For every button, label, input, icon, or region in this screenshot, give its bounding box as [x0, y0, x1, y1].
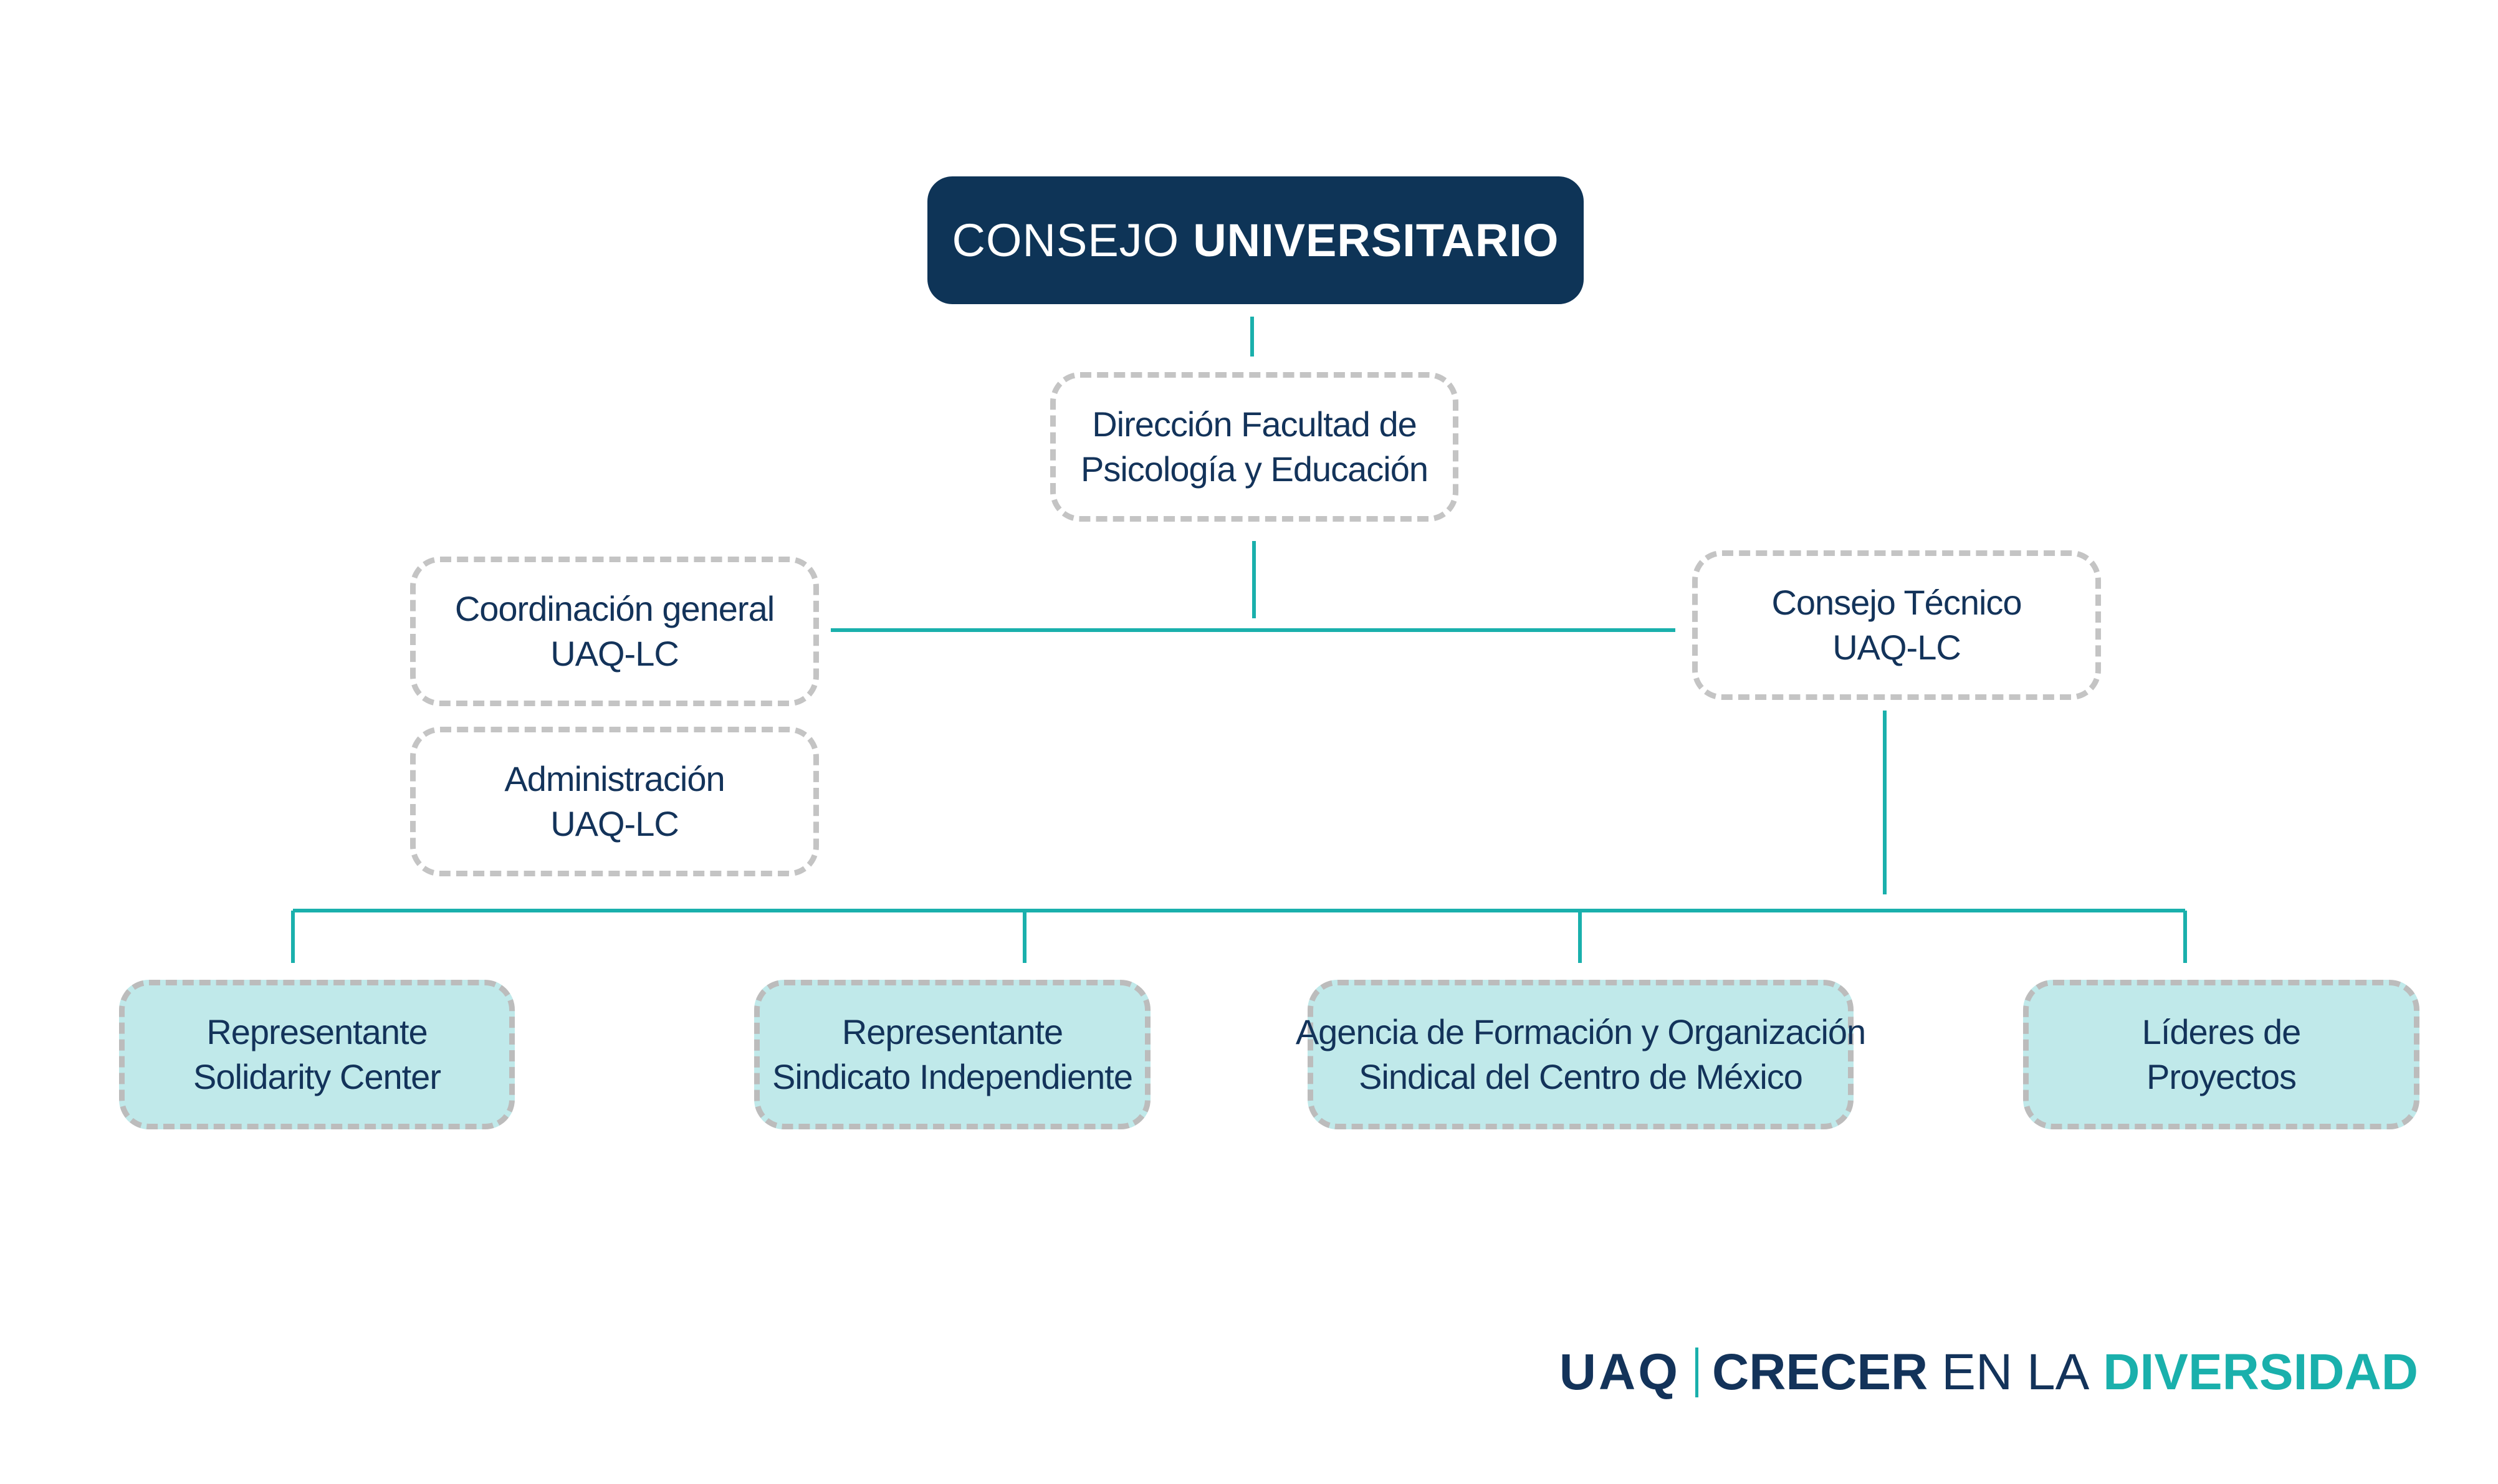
coordinacion-line1: Coordinación general: [454, 589, 775, 629]
administracion-line2: UAQ-LC: [550, 804, 679, 843]
consejo-universitario-box: CONSEJO UNIVERSITARIO: [927, 176, 1584, 304]
consejo-tecnico-line1: Consejo Técnico: [1771, 583, 2022, 623]
footer-uaq: UAQ: [1559, 1344, 1680, 1400]
bottom-box-solidarity: Representante Solidarity Center: [119, 980, 515, 1129]
footer-diversidad: DIVERSIDAD: [2103, 1344, 2418, 1400]
root-title-bold: UNIVERSITARIO: [1193, 214, 1559, 266]
coordinacion-line2: UAQ-LC: [550, 634, 679, 673]
consejo-tecnico-box: Consejo Técnico UAQ-LC: [1692, 550, 2101, 700]
bottom-box-2-line1: Representante: [841, 1012, 1063, 1052]
coordinacion-box: Coordinación general UAQ-LC: [410, 557, 819, 706]
consejo-tecnico-line2: UAQ-LC: [1832, 628, 1961, 667]
bottom-box-3-line2: Sindical del Centro de México: [1359, 1057, 1803, 1096]
administracion-box: Administración UAQ-LC: [410, 727, 819, 876]
administracion-line1: Administración: [504, 759, 725, 799]
direccion-line1: Dirección Facultad de: [1092, 405, 1417, 444]
bottom-box-lideres: Líderes de Proyectos: [2023, 980, 2419, 1129]
root-title-light: CONSEJO: [952, 214, 1180, 266]
direccion-line2: Psicología y Educación: [1080, 449, 1428, 489]
bottom-box-4-line1: Líderes de: [2141, 1012, 2302, 1052]
bottom-box-3-line1: Agencia de Formación y Organización: [1295, 1012, 1866, 1052]
bottom-box-4-line2: Proyectos: [2146, 1057, 2297, 1096]
direccion-box: Dirección Facultad de Psicología y Educa…: [1050, 372, 1458, 522]
footer-separator: [1695, 1348, 1698, 1397]
bottom-box-2-line2: Sindicato Independiente: [772, 1057, 1133, 1096]
bottom-box-1-line1: Representante: [206, 1012, 428, 1052]
bottom-box-sindicato: Representante Sindicato Independiente: [754, 980, 1151, 1129]
footer-en-la: EN LA: [1941, 1344, 2090, 1400]
footer-slogan: UAQ CRECER EN LA DIVERSIDAD: [1559, 1343, 2418, 1402]
bottom-box-1-line2: Solidarity Center: [193, 1057, 441, 1096]
bottom-box-agencia: Agencia de Formación y Organización Sind…: [1296, 980, 1866, 1129]
footer-crecer: CRECER: [1712, 1344, 1928, 1400]
